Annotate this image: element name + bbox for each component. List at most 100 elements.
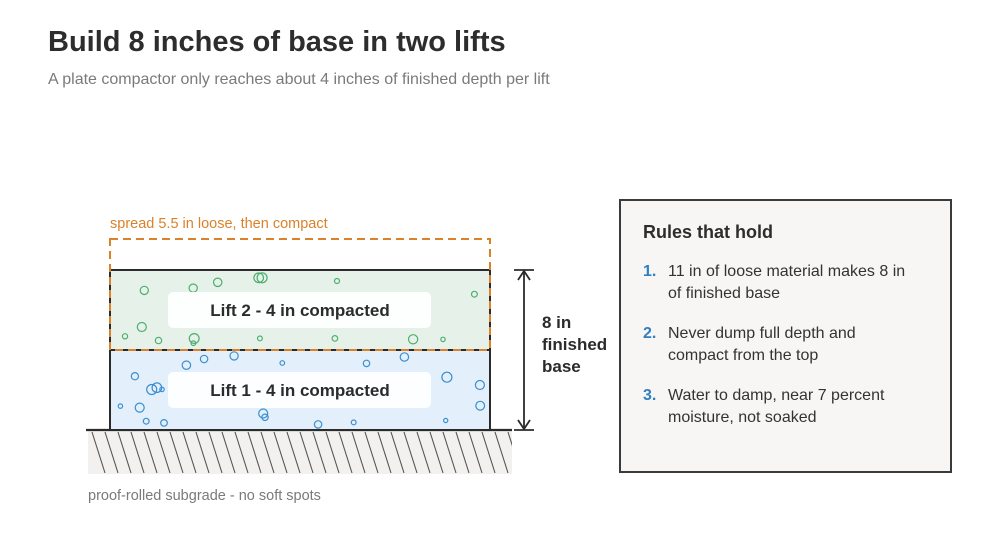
loose-label: spread 5.5 in loose, then compact [110, 216, 328, 232]
aggregate-stone [229, 351, 239, 361]
aggregate-stone [151, 382, 163, 394]
hatch-line [481, 431, 496, 474]
hatch-line [208, 431, 223, 474]
aggregate-stone [362, 359, 371, 368]
aggregate-stone [139, 285, 149, 296]
aggregate-stone [399, 352, 410, 362]
aggregate-stone [253, 272, 265, 284]
hatch-line [403, 431, 418, 474]
aggregate-stone [181, 360, 192, 370]
lift-1: Lift 1 - 4 in compacted [109, 349, 491, 431]
rule-text: Never dump full depth and compact from t… [668, 325, 856, 364]
dimension-arrowhead-up [517, 269, 531, 281]
hatch-line [143, 431, 158, 474]
aggregate-stone [279, 360, 286, 366]
lift-2-aggregate [121, 272, 478, 347]
hatch-line [416, 431, 431, 474]
rule-number: 3. [643, 387, 657, 404]
rule-number: 2. [643, 325, 657, 342]
aggregate-stone [188, 333, 200, 345]
hatch-line [429, 431, 444, 474]
rules-heading: Rules that hold [643, 222, 773, 242]
lift-1-label: Lift 1 - 4 in compacted [210, 381, 389, 400]
hatch-line [521, 432, 534, 473]
aggregate-stone [134, 402, 145, 413]
hatch-line [195, 431, 210, 474]
hatch-line [364, 431, 379, 474]
aggregate-stone [475, 400, 486, 411]
aggregate-stone [313, 420, 323, 429]
loose-depth-outline [109, 238, 491, 351]
lift-2-label-box [168, 292, 431, 328]
aggregate-stone [407, 334, 419, 345]
subgrade [86, 428, 547, 474]
hatch-line [273, 431, 288, 474]
rule-text: Water to damp, near 7 percent moisture, … [668, 387, 885, 426]
hatch-line [117, 431, 132, 474]
page-subtitle: A plate compactor only reaches about 4 i… [48, 71, 550, 88]
hatch-line [442, 431, 457, 474]
aggregate-stone [441, 371, 453, 383]
aggregate-stone [199, 354, 209, 364]
aggregate-stone [258, 408, 269, 419]
page-title: Build 8 inches of base in two lifts [48, 26, 506, 58]
hatch-line [390, 431, 405, 474]
subgrade-hatching [91, 431, 547, 474]
aggregate-stone [212, 277, 223, 288]
aggregate-stone [190, 340, 197, 347]
hatch-line [260, 431, 275, 474]
hatch-line [534, 432, 547, 473]
subgrade-fill [88, 431, 512, 474]
dimension-arrowhead-down [517, 419, 531, 431]
hatch-line [156, 431, 171, 474]
hatch-line [169, 431, 184, 474]
aggregate-stone [154, 336, 163, 345]
aggregate-stone [136, 321, 147, 333]
loose-outline: spread 5.5 in loose, then compact [109, 216, 491, 351]
lift-2-label: Lift 2 - 4 in compacted [210, 301, 389, 320]
aggregate-stone [470, 290, 478, 298]
dimension-arrow [514, 269, 534, 431]
hatch-line [468, 431, 483, 474]
aggregate-stone [443, 417, 449, 424]
aggregate-stone [160, 419, 168, 427]
hatch-line [377, 431, 392, 474]
lift-2: Lift 2 - 4 in compacted [109, 269, 491, 351]
dimension-label-line-3: base [542, 357, 581, 376]
hatch-line [494, 431, 509, 474]
aggregate-stone [117, 403, 124, 409]
subgrade-label: proof-rolled subgrade - no soft spots [88, 488, 321, 504]
aggregate-stone [474, 379, 485, 391]
hatch-line [130, 431, 145, 474]
lift-1-aggregate [117, 351, 486, 429]
hatch-line [221, 431, 236, 474]
aggregate-stone [440, 336, 446, 343]
aggregate-stone [333, 277, 341, 285]
hatch-line [299, 431, 314, 474]
hatch-line [91, 431, 106, 474]
aggregate-stone [146, 383, 158, 396]
hatch-line [507, 431, 512, 447]
hatch-line [182, 431, 197, 474]
aggregate-stone [331, 335, 339, 342]
dimension-label: 8 in finished base [542, 313, 612, 376]
aggregate-stone [350, 419, 357, 426]
hatch-line [104, 431, 119, 474]
hatch-line [351, 431, 366, 474]
dimension-label-line-2: finished [542, 335, 607, 354]
rule-text: 11 in of loose material makes 8 in of fi… [668, 263, 906, 302]
rules-panel: Rules that hold 1. 11 in of loose materi… [619, 199, 952, 473]
aggregate-stone [142, 417, 150, 425]
dimension-label-line-1: 8 in [542, 313, 571, 332]
hatch-line [312, 431, 327, 474]
hatch-line [286, 431, 301, 474]
rule-number: 1. [643, 263, 657, 280]
hatch-line [325, 431, 340, 474]
hatch-line [455, 431, 470, 474]
aggregate-stone [130, 372, 140, 381]
hatch-line [234, 431, 249, 474]
hatch-line [338, 431, 353, 474]
aggregate-stone [121, 333, 129, 340]
hatch-line [247, 431, 262, 474]
